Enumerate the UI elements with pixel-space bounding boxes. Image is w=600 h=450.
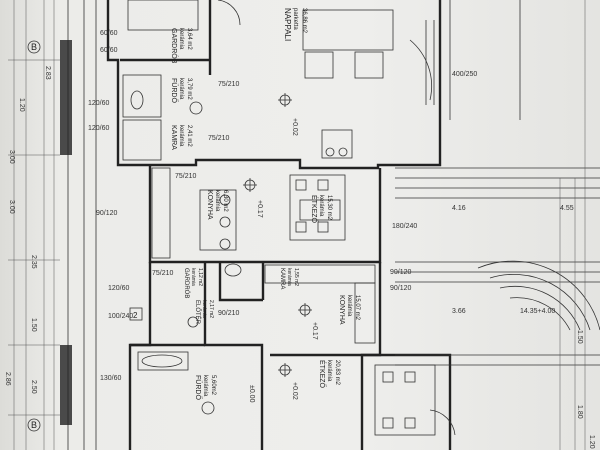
- dimension-text: 3.00: [8, 150, 15, 164]
- room-name: KONYHA: [206, 190, 213, 220]
- room-label-konyha-1: KONYHA kerámia 6,30 m2: [206, 190, 228, 220]
- room-floor: kerámia: [326, 360, 332, 382]
- room-name: ÉTKEZŐ: [318, 360, 327, 389]
- opening-label: 75/210: [175, 173, 197, 180]
- opening-label: 75/210: [218, 81, 240, 88]
- dining-table-upper: [289, 174, 346, 241]
- opening-label: 75/210: [152, 270, 174, 277]
- opening-label: 90/210: [218, 310, 240, 317]
- room-floor: kerámia: [286, 268, 292, 286]
- opening-label: 60/60: [100, 47, 118, 54]
- opening-label: 400/250: [452, 71, 477, 78]
- room-area: 5,60m2: [210, 375, 216, 396]
- dimension-text: 3.00: [8, 200, 15, 214]
- room-name: FÜRDŐ: [170, 78, 179, 103]
- room-label-furdo-1: FÜRDŐ kerámia 3,79 m2: [170, 78, 192, 103]
- room-name: KAMRA: [279, 268, 285, 289]
- opening-label: 60/60: [100, 30, 118, 37]
- dimension-text: 1.20: [18, 98, 25, 112]
- dining-table-lower: [374, 364, 456, 436]
- room-floor: kerámia: [214, 190, 220, 212]
- room-name: ÉTKEZŐ: [310, 195, 319, 224]
- dimension-text: 2.50: [30, 380, 37, 394]
- room-name: KAMRA: [170, 125, 177, 150]
- terrace-and-stairs: [395, 0, 600, 450]
- room-floor: kerámia: [178, 125, 184, 147]
- room-area: 36,86 m2: [301, 8, 307, 34]
- room-area: 1,55 m2: [293, 268, 299, 286]
- room-label-gardrob-1: GARDRÓB kerámia 3,64 m2: [170, 28, 192, 64]
- room-area: 15,30 m2: [326, 195, 332, 221]
- room-area: 3,79 m2: [186, 78, 192, 100]
- room-label-etkezo-1: ÉTKEZŐ kerámia 15,30 m2: [310, 195, 332, 224]
- room-label-gardrob-2: GARDRÓB kerámia 1,12 m2: [183, 268, 203, 298]
- opening-label: 120/60: [88, 100, 110, 107]
- opening-label: 90/120: [390, 269, 412, 276]
- room-name: GARDRÓB: [183, 268, 190, 298]
- kitchen-lower: [264, 264, 376, 344]
- room-area: 2,17 m2: [208, 300, 214, 318]
- room-label-nappali: NAPPALI parketta 36,86 m2: [283, 8, 307, 41]
- left-dimension-lines: [8, 0, 97, 450]
- room-area: 6,30 m2: [222, 190, 228, 212]
- room-area: 1,12 m2: [197, 268, 203, 286]
- room-floor: kerámia: [190, 268, 196, 286]
- dimension-text: 4.16: [452, 205, 466, 212]
- opening-label: 75/210: [208, 135, 230, 142]
- opening-label: 90/120: [96, 210, 118, 217]
- room-floor: kerámia: [202, 375, 208, 397]
- room-floor: kerámia: [178, 28, 184, 50]
- room-name: NAPPALI: [283, 8, 292, 41]
- room-label-etkezo-2: ÉTKEZŐ kerámia 20,83 m2: [318, 360, 340, 389]
- dimension-text: 1.50: [576, 330, 583, 344]
- opening-label: 120/60: [108, 285, 130, 292]
- room-floor: kerámia: [201, 300, 207, 318]
- axis-mark: B: [31, 42, 37, 52]
- room-area: 15,07 m2: [354, 295, 360, 321]
- dimension-text: 2.86: [4, 372, 11, 386]
- room-area: 20,83 m2: [334, 360, 340, 386]
- dimension-text: 3.66: [452, 308, 466, 315]
- room-floor: kerámia: [178, 78, 184, 100]
- level-text: +0.02: [291, 118, 298, 136]
- room-label-furdo-2: FÜRDŐ kerámia 5,60m2: [194, 375, 216, 400]
- living-room-furniture: [217, 0, 435, 159]
- level-text: +0.02: [291, 382, 298, 400]
- dimension-text: 2.35: [30, 255, 37, 269]
- opening-label: 100/240: [108, 313, 133, 320]
- axis-mark: B: [31, 420, 37, 430]
- room-floor: kerámia: [318, 195, 324, 217]
- room-name: FÜRDŐ: [194, 375, 203, 400]
- room-name: ELŐTÉR: [194, 300, 201, 325]
- level-markers: [187, 93, 312, 377]
- opening-label: 130/60: [100, 375, 122, 382]
- opening-label: 120/60: [88, 125, 110, 132]
- kitchen-upper: [151, 167, 237, 259]
- room-area: 3,64 m2: [186, 28, 192, 50]
- room-floor: kerámia: [346, 295, 352, 317]
- room-name: KONYHA: [338, 295, 345, 325]
- room-label-kamra-1: KAMRA kerámia 2,41 m2: [170, 125, 192, 150]
- dimension-text: 14.35+4.00: [520, 308, 555, 315]
- room-label-konyha-2: KONYHA kerámia 15,07 m2: [338, 295, 360, 325]
- room-label-kamra-2: KAMRA kerámia 1,55 m2: [279, 268, 299, 289]
- section-marker: 2: [133, 311, 138, 320]
- dimension-text: 1.80: [576, 405, 583, 419]
- level-text: +0.17: [311, 322, 318, 340]
- bathroom-fixtures: [130, 90, 242, 415]
- level-text: +0.17: [256, 200, 263, 218]
- dimension-text: 1.50: [30, 318, 37, 332]
- room-label-eloter: ELŐTÉR kerámia 2,17 m2: [194, 300, 214, 325]
- opening-label: 90/120: [390, 285, 412, 292]
- room-area: 2,41 m2: [186, 125, 192, 147]
- level-text: ±0.00: [248, 385, 255, 403]
- opening-label: 180/240: [392, 223, 417, 230]
- room-name: GARDRÓB: [170, 28, 179, 64]
- room-floor: parketta: [292, 8, 298, 30]
- dimension-text: 1.20: [588, 435, 595, 449]
- dimension-text: 4.55: [560, 205, 574, 212]
- dimension-text: 2.83: [44, 66, 51, 80]
